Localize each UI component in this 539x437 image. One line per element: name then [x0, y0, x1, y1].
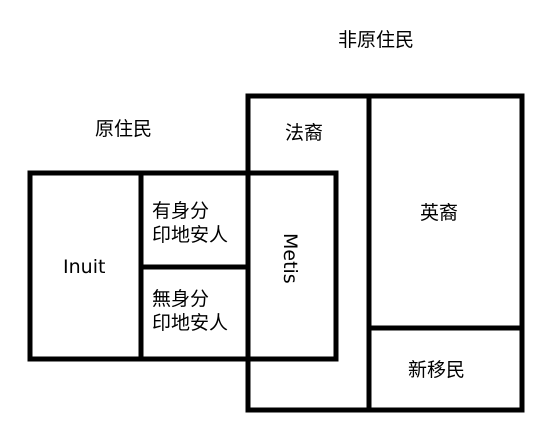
indigenous-group-frame	[27, 170, 339, 362]
status-indian-line-1: 有身分	[152, 200, 210, 222]
status-indian-line-2: 印地安人	[152, 224, 229, 246]
english-label: 英裔	[420, 202, 459, 224]
non-status-indian-line-2: 印地安人	[152, 312, 229, 334]
new-immigrants-label: 新移民	[408, 359, 466, 381]
inuit-label: Inuit	[63, 256, 106, 278]
non-status-indian-label: 無身分 印地安人	[152, 287, 228, 335]
non-indigenous-heading: 非原住民	[338, 29, 415, 51]
non-indigenous-group-frame	[245, 93, 525, 413]
indigenous-heading: 原住民	[95, 118, 153, 140]
non-status-indian-line-1: 無身分	[152, 288, 210, 310]
status-indian-label: 有身分 印地安人	[152, 199, 228, 247]
french-label: 法裔	[285, 122, 324, 144]
metis-label: Metis	[279, 233, 301, 284]
